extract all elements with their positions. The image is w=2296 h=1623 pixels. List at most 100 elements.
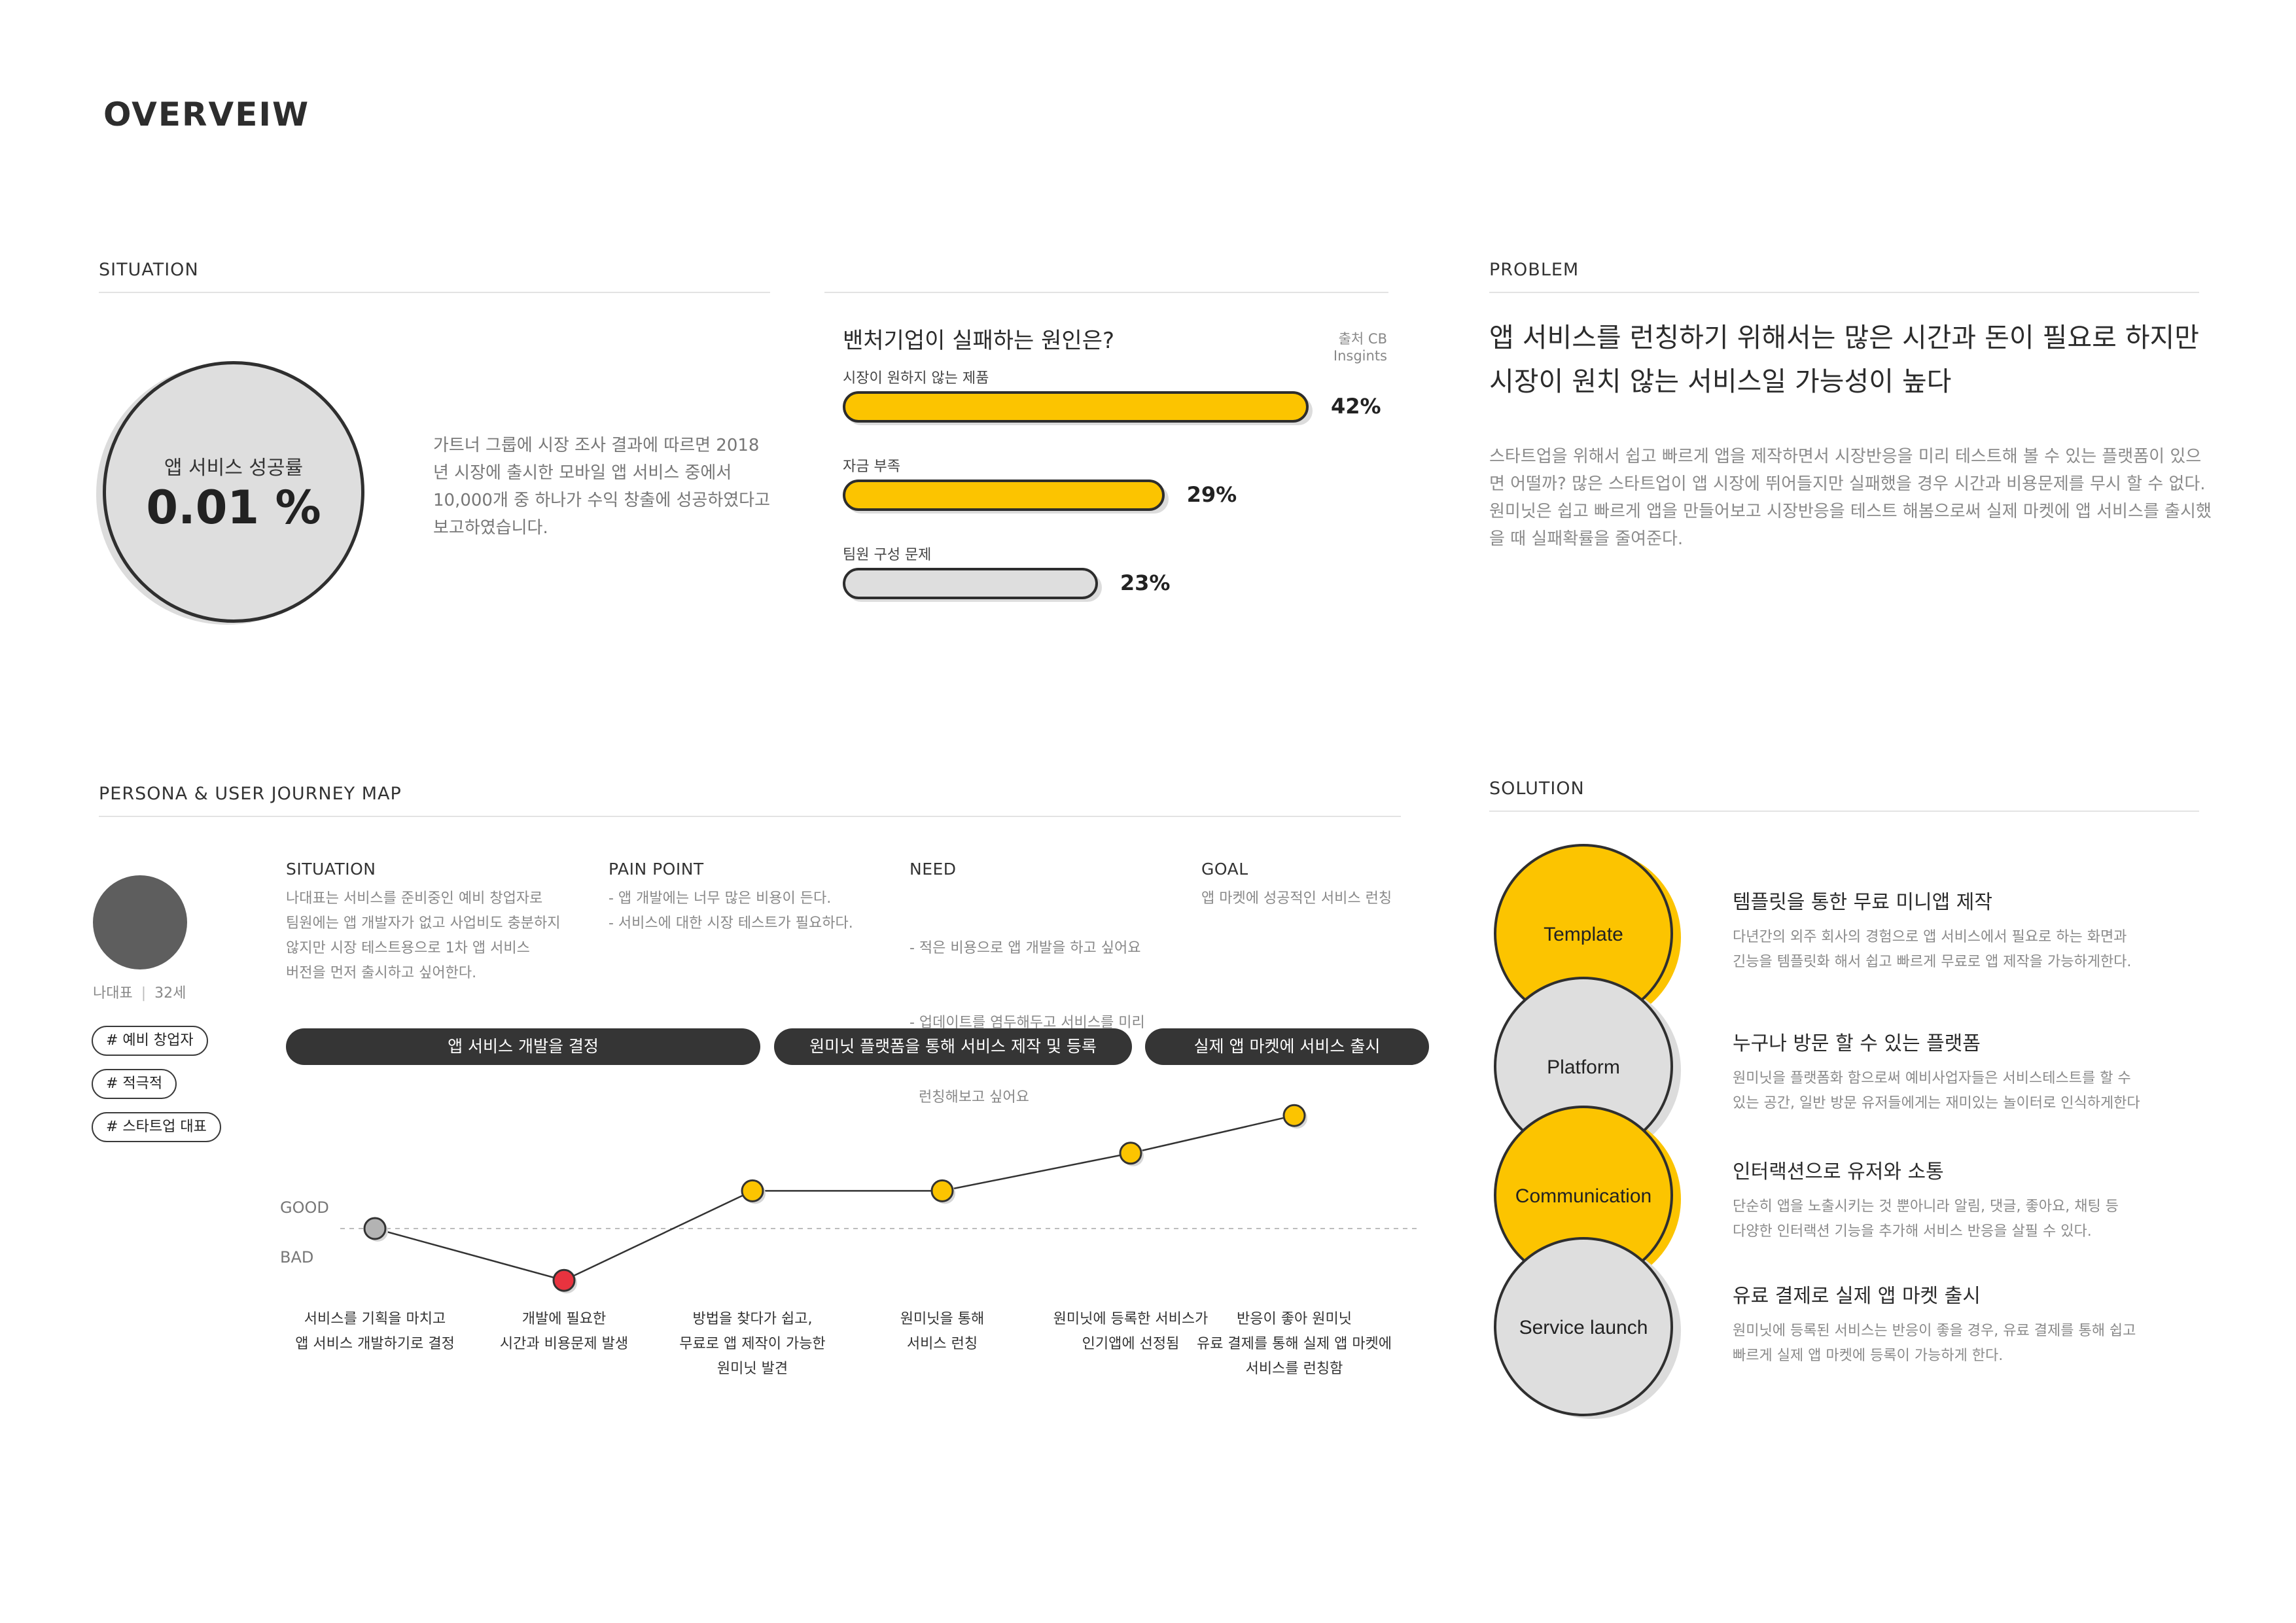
bar-value-label: 23% xyxy=(1120,570,1171,595)
journey-step-line: 인기앱에 선정됨 xyxy=(1082,1336,1180,1352)
solution-heading: SOLUTION xyxy=(1489,778,1585,799)
chart-divider xyxy=(824,292,1388,293)
bar-category-label: 자금 부족 xyxy=(843,459,900,475)
column-line: 않지만 시장 테스트용으로 1차 앱 서비스 xyxy=(286,940,530,956)
bar-value-label: 42% xyxy=(1331,394,1381,419)
persona-age: 32세 xyxy=(154,985,186,1002)
solution-line: 빠르게 실제 앱 마켓에 등록이 가능하게 한다. xyxy=(1733,1348,2004,1364)
solution-item-text: 원미닛을 플랫폼화 함으로써 예비사업자들은 서비스테스트를 할 수 있는 공간… xyxy=(1733,1066,2230,1116)
solution-circle-label: Platform xyxy=(1547,1056,1620,1078)
journey-step-line: 서비스 런칭 xyxy=(906,1336,978,1352)
persona-situation-column: SITUATION 나대표는 서비스를 준비중인 예비 창업자로 팀원에는 앱 … xyxy=(286,860,600,986)
column-line: 버전을 먼저 출시하고 싶어한다. xyxy=(286,965,477,981)
page-title: OVERVEIW xyxy=(103,96,310,133)
solution-item-title: 누구나 방문 할 수 있는 플랫폼 xyxy=(1733,1032,1981,1055)
persona-tag: # 적극적 xyxy=(92,1069,177,1099)
column-line: - 적은 비용으로 앱 개발을 하고 싶어요 xyxy=(910,940,1141,956)
axis-good-label: GOOD xyxy=(280,1198,329,1217)
situation-heading: SITUATION xyxy=(99,260,199,280)
situation-description: 가트너 그룹에 시장 조사 결과에 따르면 2018년 시장에 출시한 모바일 … xyxy=(433,436,771,538)
column-heading: NEED xyxy=(910,860,957,879)
column-line: - 앱 개발에는 너무 많은 비용이 든다. xyxy=(609,890,832,907)
bar-value-label: 29% xyxy=(1186,482,1237,507)
solution-item-text: 다년간의 외주 회사의 경험으로 앱 서비스에서 필요로 하는 화면과 긴능을 … xyxy=(1733,925,2230,975)
column-body: 앱 마켓에 성공적인 서비스 런칭 xyxy=(1201,886,1417,911)
column-heading: SITUATION xyxy=(286,860,376,879)
solution-item-title: 유료 결제로 실제 앱 마켓 출시 xyxy=(1733,1285,1981,1308)
solution-item-text: 원미닛에 등록된 서비스는 반응이 좋을 경우, 유료 결제를 통해 쉽고 빠르… xyxy=(1733,1319,2230,1369)
journey-step-line: 유료 결제를 통해 실제 앱 마켓에 xyxy=(1196,1336,1392,1352)
journey-step-line: 앱 서비스 개발하기로 결정 xyxy=(295,1336,455,1352)
solution-line: 있는 공간, 일반 방문 유저들에게는 재미있는 놀이터로 인식하게한다 xyxy=(1733,1095,2140,1111)
column-line: 앱 마켓에 성공적인 서비스 런칭 xyxy=(1201,890,1392,907)
journey-point xyxy=(1282,1104,1306,1127)
solution-line: 긴능을 템플릿화 해서 쉽고 빠르게 무료로 앱 제작을 가능하게한다. xyxy=(1733,954,2132,970)
problem-headline-line2: 시장이 원치 않는 서비스일 가능성이 높다 xyxy=(1489,366,1952,397)
problem-heading: PROBLEM xyxy=(1489,260,1580,280)
avatar xyxy=(93,875,187,969)
journey-step-line: 원미닛에 등록한 서비스가 xyxy=(1053,1311,1209,1327)
persona-info: 나대표 | 32세 xyxy=(93,981,186,1002)
solution-item: 템플릿을 통한 무료 미니앱 제작 다년간의 외주 회사의 경험으로 앱 서비스… xyxy=(1733,886,2230,975)
problem-headline: 앱 서비스를 런칭하기 위해서는 많은 시간과 돈이 필요로 하지만 시장이 원… xyxy=(1489,316,2209,404)
column-line: - 업데이트를 염두해두고 서비스를 미리 xyxy=(910,1015,1145,1031)
column-line: 팀원에는 앱 개발자가 없고 사업비도 충분하지 xyxy=(286,915,561,932)
solution-circle-label: Communication xyxy=(1515,1185,1651,1207)
bar-category-label: 팀원 구성 문제 xyxy=(843,547,932,563)
persona-heading: PERSONA & USER JOURNEY MAP xyxy=(99,784,402,804)
problem-divider xyxy=(1489,292,2199,293)
journey-point xyxy=(741,1179,764,1202)
journey-step-line: 서비스를 기획을 마치고 xyxy=(304,1311,446,1327)
success-rate-value: 0.01 % xyxy=(146,481,321,534)
persona-separator: | xyxy=(141,985,147,1002)
journey-step-line: 원미닛 발견 xyxy=(716,1361,788,1377)
solution-line: 원미닛에 등록된 서비스는 반응이 좋을 경우, 유료 결제를 통해 쉽고 xyxy=(1733,1323,2136,1339)
solution-circle-label: Service launch xyxy=(1519,1317,1648,1338)
journey-point xyxy=(930,1179,954,1202)
journey-step-line: 반응이 좋아 원미닛 xyxy=(1237,1311,1352,1327)
solution-line: 다년간의 외주 회사의 경험으로 앱 서비스에서 필요로 하는 화면과 xyxy=(1733,929,2127,945)
success-rate-circle xyxy=(103,361,364,623)
solution-item: 인터랙션으로 유저와 소통 단순히 앱을 노출시키는 것 뿐아니라 알림, 댓글… xyxy=(1733,1155,2230,1244)
column-line: 나대표는 서비스를 준비중인 예비 창업자로 xyxy=(286,890,543,907)
chart-title: 밴처기업이 실패하는 원인은? xyxy=(843,328,1115,354)
journey-point xyxy=(363,1217,387,1240)
journey-step-line: 방법을 찾다가 쉽고, xyxy=(692,1311,813,1327)
persona-tag: # 예비 창업자 xyxy=(92,1026,208,1056)
bar xyxy=(843,480,1165,511)
chart-source: 출처 CB Insgints xyxy=(1333,331,1387,364)
persona-goal-column: GOAL 앱 마켓에 성공적인 서비스 런칭 xyxy=(1201,860,1417,911)
persona-need-column: NEED - 적은 비용으로 앱 개발을 하고 싶어요 - 업데이트를 염두해두… xyxy=(910,860,1197,1160)
solution-circle xyxy=(1494,1237,1673,1416)
journey-point xyxy=(1119,1142,1142,1165)
journey-point xyxy=(552,1268,576,1292)
axis-bad-label: BAD xyxy=(280,1248,314,1266)
situation-divider xyxy=(99,292,770,293)
solution-item-text: 단순히 앱을 노출시키는 것 뿐아니라 알림, 댓글, 좋아요, 채팅 등 다양… xyxy=(1733,1195,2230,1244)
bar-category-label: 시장이 원하지 않는 제품 xyxy=(843,370,989,387)
solution-item: 유료 결제로 실제 앱 마켓 출시 원미닛에 등록된 서비스는 반응이 좋을 경… xyxy=(1733,1280,2230,1369)
persona-pain-point-column: PAIN POINT - 앱 개발에는 너무 많은 비용이 든다. - 서비스에… xyxy=(609,860,896,936)
phase-pill: 앱 서비스 개발을 결정 xyxy=(286,1028,760,1065)
success-rate-label: 앱 서비스 성공률 xyxy=(164,457,304,480)
bar xyxy=(843,391,1309,423)
solution-item-title: 템플릿을 통한 무료 미니앱 제작 xyxy=(1733,891,1992,914)
column-line: - 서비스에 대한 시장 테스트가 필요하다. xyxy=(609,915,853,932)
phase-pill: 원미닛 플랫폼을 통해 서비스 제작 및 등록 xyxy=(774,1028,1132,1065)
journey-line xyxy=(374,1114,1295,1282)
persona-tag: # 스타트업 대표 xyxy=(92,1112,221,1142)
bar xyxy=(843,568,1098,599)
journey-step-line: 서비스를 런칭함 xyxy=(1245,1361,1343,1377)
solution-line: 단순히 앱을 노출시키는 것 뿐아니라 알림, 댓글, 좋아요, 채팅 등 xyxy=(1733,1198,2119,1215)
failure-causes-chart: 시장이 원하지 않는 제품 42% 자금 부족 29% 팀원 구성 문제 23% xyxy=(843,366,1392,621)
column-heading: PAIN POINT xyxy=(609,860,704,879)
problem-body: 스타트업을 위해서 쉽고 빠르게 앱을 제작하면서 시장반응을 미리 테스트해 … xyxy=(1489,447,2212,549)
journey-step-line: 시간과 비용문제 발생 xyxy=(499,1336,629,1352)
solution-line: 원미닛을 플랫폼화 함으로써 예비사업자들은 서비스테스트를 할 수 xyxy=(1733,1070,2131,1087)
